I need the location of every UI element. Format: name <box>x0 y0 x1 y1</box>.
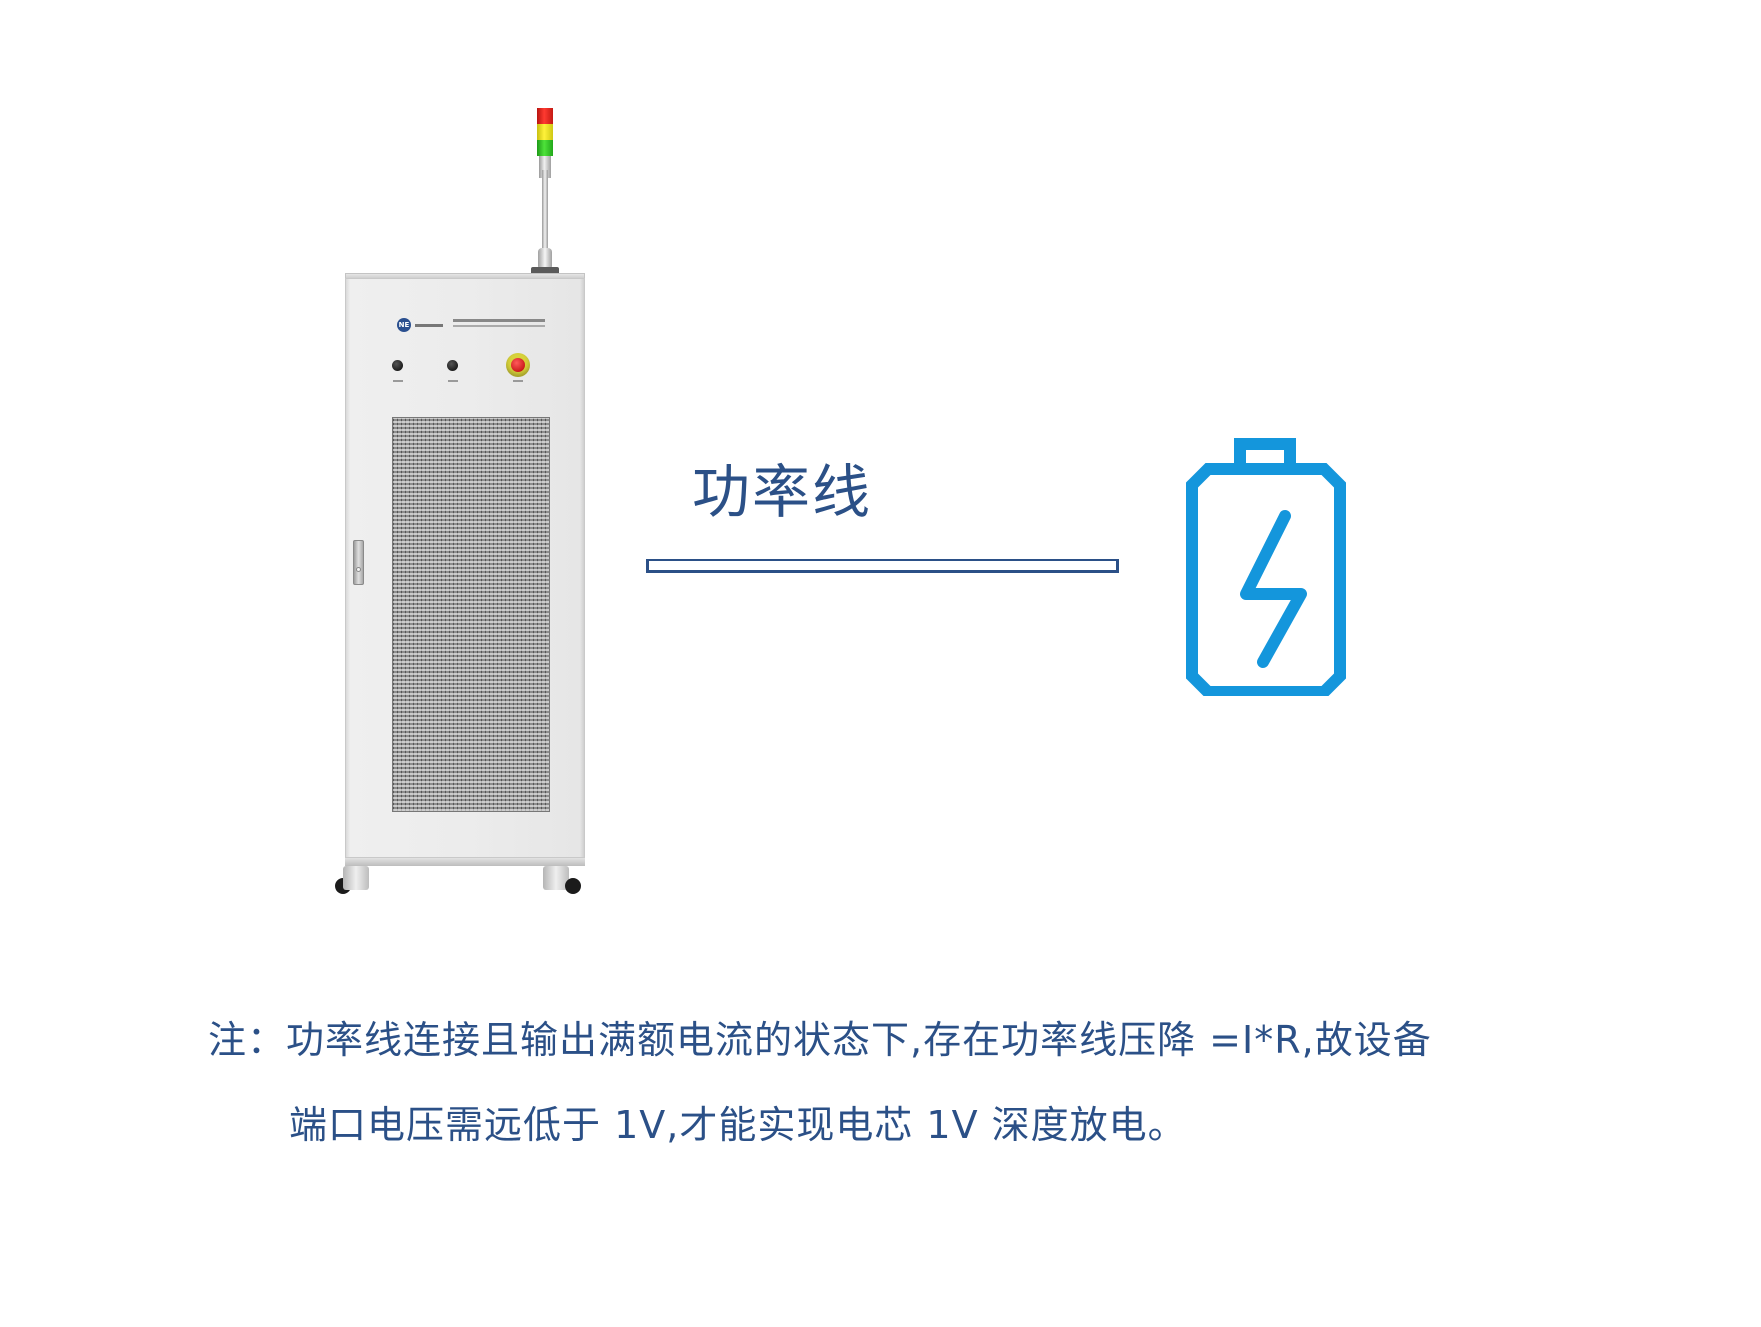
knob-label-2 <box>448 380 458 382</box>
yellow-light-icon <box>537 124 553 140</box>
test-cabinet: NE <box>335 100 595 900</box>
caster-left <box>335 866 375 894</box>
product-name-plate <box>453 319 545 327</box>
brand-name <box>415 323 443 327</box>
selector-knob-2 <box>447 360 458 371</box>
green-light-icon <box>537 140 553 156</box>
emergency-stop-button <box>506 353 530 377</box>
red-light-icon <box>537 108 553 124</box>
note-line-2: 端口电压需远低于 1V,才能实现电芯 1V 深度放电。 <box>289 1103 1187 1147</box>
battery-charging-icon <box>1186 438 1346 696</box>
battery-terminal <box>1234 438 1296 469</box>
power-cable-line <box>646 559 1119 573</box>
power-line-label: 功率线 <box>692 458 873 526</box>
emergency-stop-icon <box>511 358 525 372</box>
note-line-1: 注：功率线连接且输出满额电流的状态下,存在功率线压降 =I*R,故设备 <box>208 1018 1432 1062</box>
wheel-icon <box>565 878 581 894</box>
status-tower-light <box>537 108 553 178</box>
tower-mount <box>531 267 559 275</box>
estop-label <box>513 380 523 382</box>
selector-knob-1 <box>392 360 403 371</box>
cabinet-plinth <box>345 858 585 866</box>
tower-pole <box>542 170 548 250</box>
brand-logo-icon: NE <box>397 318 411 332</box>
door-handle <box>353 540 364 585</box>
lightning-bolt-icon <box>1240 510 1307 668</box>
knob-label-1 <box>393 380 403 382</box>
ventilation-grille <box>392 417 550 812</box>
brand-logo-group: NE <box>397 318 443 332</box>
tower-joint <box>538 248 552 270</box>
caster-right <box>543 866 583 894</box>
battery-body <box>1186 463 1346 696</box>
lock-icon <box>356 567 361 572</box>
